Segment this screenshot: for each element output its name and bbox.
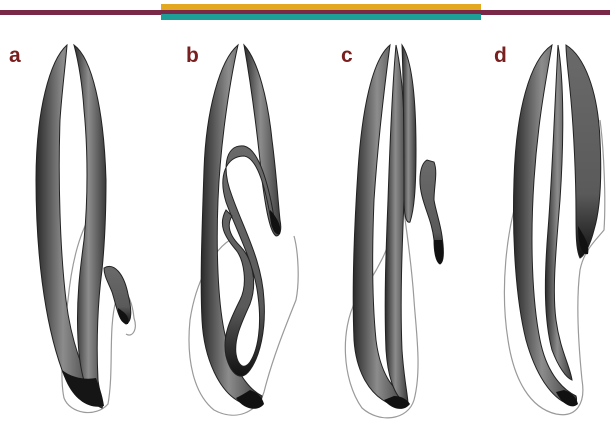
panel-d-diagram bbox=[504, 45, 604, 415]
panel-b-diagram bbox=[189, 45, 298, 415]
panel-d-right-lobe bbox=[566, 45, 601, 258]
panel-c-diagram bbox=[345, 45, 443, 418]
panel-a-right-wall bbox=[74, 45, 106, 408]
panel-c-fragment-tip bbox=[434, 240, 443, 264]
panel-d-left-wall bbox=[514, 45, 577, 405]
panel-d-inner-wall bbox=[545, 45, 572, 380]
panel-a-lobe bbox=[104, 266, 131, 324]
panel-c-right-wall bbox=[402, 45, 416, 222]
panel-b-right-wall bbox=[244, 45, 281, 236]
panel-a-diagram bbox=[36, 45, 135, 413]
